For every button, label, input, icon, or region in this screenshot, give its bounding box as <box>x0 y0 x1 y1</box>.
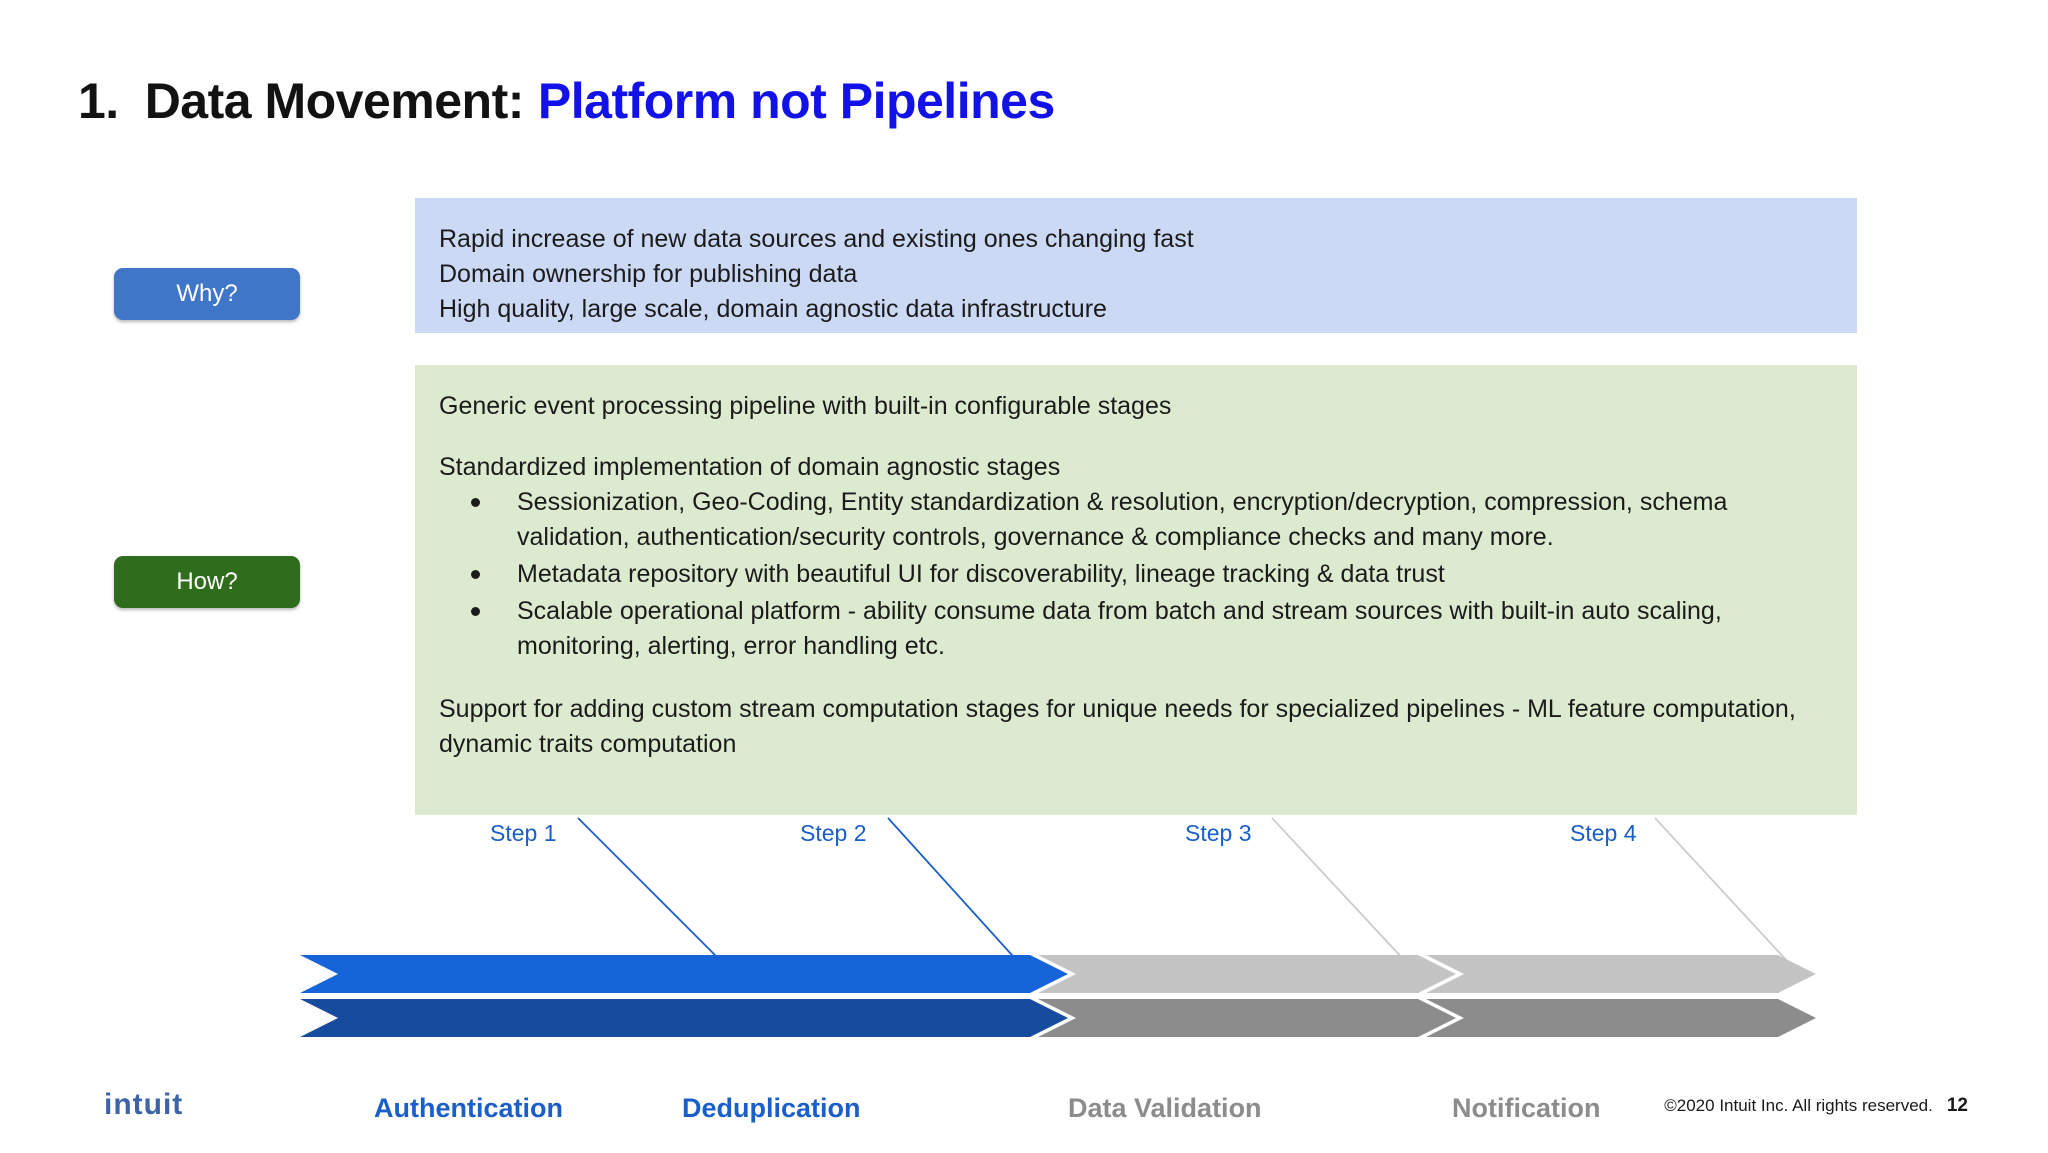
how-pill-button[interactable]: How? <box>114 556 300 608</box>
why-pill-label: Why? <box>176 280 238 307</box>
how-closing-text: Support for adding custom stream computa… <box>439 695 1796 758</box>
step-callout-label-3: Step 3 <box>1185 820 1252 846</box>
title-black-part: Data Movement: <box>144 73 525 129</box>
intuit-logo: intuit <box>104 1088 184 1121</box>
stage-label-notification: Notification <box>1452 1093 1601 1123</box>
how-spacer-1 <box>439 424 1833 450</box>
stage-label-authentication: Authentication <box>374 1093 563 1123</box>
how-panel: Generic event processing pipeline with b… <box>415 365 1857 815</box>
page-number: 12 <box>1946 1095 1968 1116</box>
bullet-text: Sessionization, Geo-Coding, Entity stand… <box>517 488 1728 551</box>
chevron-top-grey-4 <box>1426 955 1816 993</box>
step-callout-label-2: Step 2 <box>800 820 867 846</box>
bullet-dot-icon <box>471 607 480 616</box>
bullet-dot-icon <box>471 498 480 507</box>
how-intro-line: Generic event processing pipeline with b… <box>439 392 1172 420</box>
copyright-text: ©2020 Intuit Inc. All rights reserved. <box>1664 1096 1933 1115</box>
why-panel: Rapid increase of new data sources and e… <box>415 198 1857 333</box>
page-title: 1. Data Movement:Platform not Pipelines <box>78 72 1055 130</box>
how-subhead: Standardized implementation of domain ag… <box>439 453 1061 481</box>
why-pill-button[interactable]: Why? <box>114 268 300 320</box>
how-bullet-list: Sessionization, Geo-Coding, Entity stand… <box>439 485 1833 664</box>
title-number: 1. <box>78 73 119 129</box>
leader-line-2 <box>887 817 1031 976</box>
bullet-dot-icon <box>471 570 480 579</box>
why-line-1: Rapid increase of new data sources and e… <box>439 225 1194 253</box>
title-blue-part: Platform not Pipelines <box>537 73 1055 129</box>
copyright-notice: ©2020 Intuit Inc. All rights reserved. 12 <box>1664 1095 1968 1117</box>
pipeline-chevron-diagram <box>300 955 1816 1037</box>
list-item: Sessionization, Geo-Coding, Entity stand… <box>439 485 1833 555</box>
how-pill-label: How? <box>176 568 238 595</box>
why-line-2: Domain ownership for publishing data <box>439 260 858 288</box>
chevron-bottom-grey-4 <box>1426 999 1816 1037</box>
chevron-bottom-blue <box>300 999 1068 1037</box>
step-callout-label-1: Step 1 <box>490 820 557 846</box>
chevron-top-blue <box>300 955 1068 993</box>
bullet-text: Metadata repository with beautiful UI fo… <box>517 560 1445 588</box>
list-item: Scalable operational platform - ability … <box>439 594 1833 664</box>
step-callout-label-4: Step 4 <box>1570 820 1637 846</box>
bullet-text: Scalable operational platform - ability … <box>517 597 1722 660</box>
list-item: Metadata repository with beautiful UI fo… <box>439 557 1833 592</box>
chevron-bottom-grey-3 <box>1038 999 1456 1037</box>
stage-label-data-validation: Data Validation <box>1068 1093 1262 1123</box>
chevron-top-grey-3 <box>1038 955 1456 993</box>
why-line-3: High quality, large scale, domain agnost… <box>439 295 1107 323</box>
how-spacer-2 <box>439 666 1833 692</box>
leader-line-3 <box>1271 817 1419 976</box>
stage-label-deduplication: Deduplication <box>682 1093 861 1123</box>
leader-line-1 <box>577 817 736 976</box>
leader-line-4 <box>1654 817 1801 976</box>
